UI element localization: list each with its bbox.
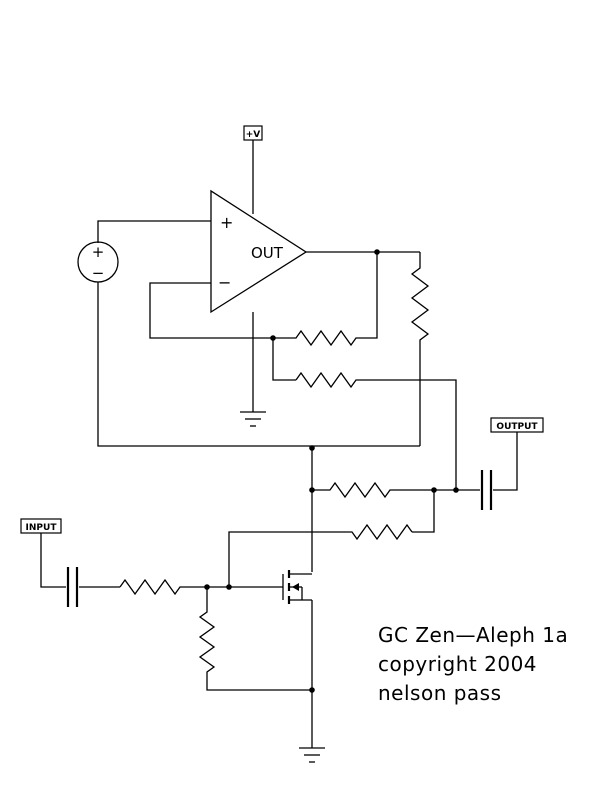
resistor-drain [312,481,434,499]
caption-block: GC Zen—Aleph 1a copyright 2004 nelson pa… [378,623,568,705]
ground-icon [299,747,325,763]
input-label: INPUT [26,523,58,533]
opamp-plus-label: + [220,213,233,232]
ground-icon [240,403,266,427]
resistor-feedback-output [295,371,457,490]
resistor-input [119,578,207,596]
caption-copyright: copyright 2004 [378,652,537,676]
output-label: OUTPUT [496,422,538,432]
resistor-gate-ground [198,587,312,691]
mosfet-icon [282,570,313,690]
resistor-gate-feedback [228,523,413,587]
capacitor-output [480,470,493,510]
capacitor-input [66,567,79,607]
output-tag: OUTPUT [490,417,544,433]
resistor-gain [273,252,378,347]
supply-tag: +V [243,125,263,141]
input-tag: INPUT [20,518,62,534]
opamp-out-label: OUT [251,244,284,262]
resistor-output-feedback [410,252,430,446]
opamp-minus-label: − [218,273,231,292]
caption-title: GC Zen—Aleph 1a [378,623,568,647]
caption-author: nelson pass [378,681,502,705]
supply-label: +V [246,130,261,140]
op-amp: + − OUT [210,189,308,314]
source-plus-label: + [92,243,105,261]
voltage-source: + − [77,241,119,283]
source-minus-label: − [92,264,105,282]
